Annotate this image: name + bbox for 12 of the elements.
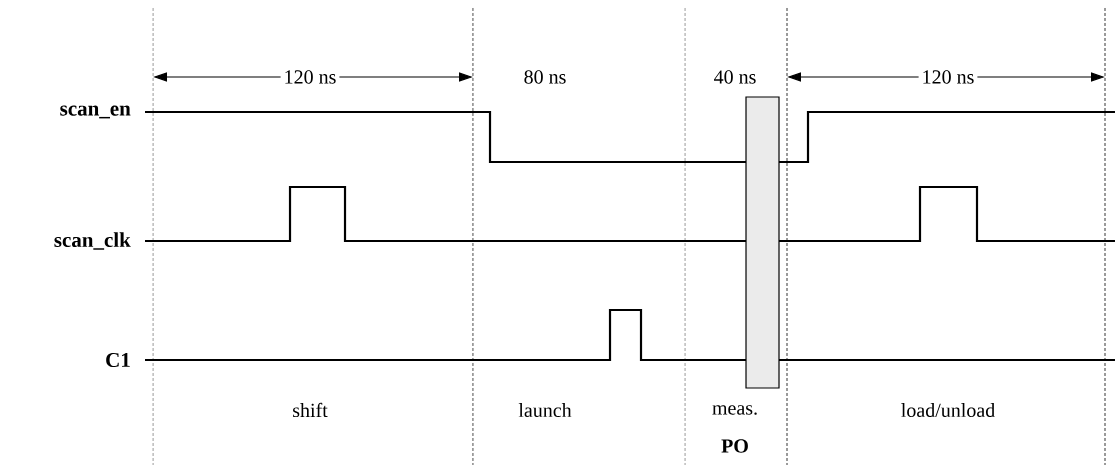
phase-label: load/unload xyxy=(901,402,995,417)
phase-label: meas. xyxy=(712,405,757,415)
time-label: 40 ns xyxy=(714,70,756,84)
time-label: 80 ns xyxy=(524,70,566,84)
signal-label: C1 xyxy=(106,352,130,368)
signal-label: scan_en xyxy=(60,105,131,119)
phase-label: PO xyxy=(721,439,748,453)
signal-label: scan_clk xyxy=(54,232,131,250)
time-label: 120 ns xyxy=(918,67,978,87)
phase-label: shift xyxy=(293,402,328,418)
phase-label: launch xyxy=(518,402,572,417)
time-label: 120 ns xyxy=(280,67,340,87)
